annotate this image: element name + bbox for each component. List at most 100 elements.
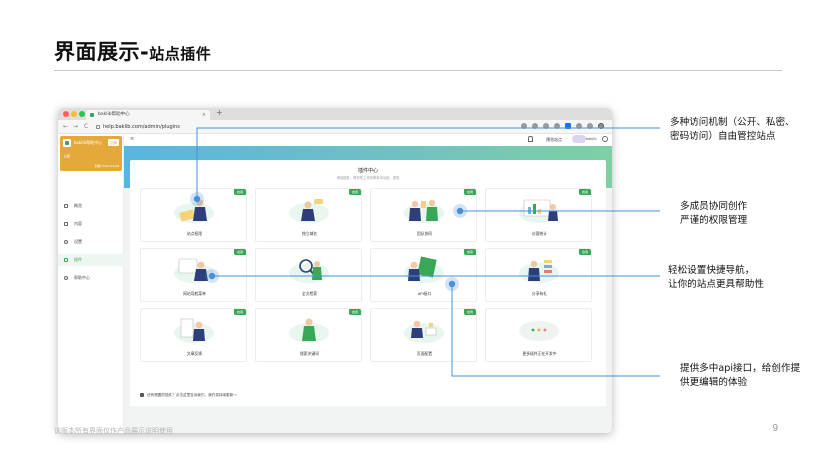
minimize-window-icon[interactable] — [71, 111, 77, 117]
plugin-name: 搜索关键词 — [300, 351, 319, 356]
main-content: 插件中心 添加插件，帮你的工作效率事半功倍，提效 启用 站点权限 启用 — [124, 146, 612, 433]
plugin-card-api[interactable]: 启用 API接口 — [370, 248, 477, 302]
status-badge: 启用 — [233, 189, 246, 195]
callout-team-collab: 多成员协同创作 严谨的权限管理 — [680, 200, 747, 228]
forward-icon[interactable]: → — [73, 123, 79, 130]
plugin-name: 网站导航菜单 — [183, 291, 206, 296]
plugin-name: 文章反馈 — [186, 351, 203, 356]
plugin-card-nav-menu[interactable]: 启用 网站导航菜单 — [140, 248, 247, 302]
slide-title-main: 界面展示- — [54, 40, 150, 64]
status-badge: 启用 — [463, 189, 476, 195]
app-sidebar: baklib帮助中心 切换 VIP 到期 2022-09-08 概览 内容 设置… — [58, 134, 124, 433]
browser-tab[interactable]: baklib帮助中心 × — [86, 110, 210, 120]
maximize-window-icon[interactable] — [79, 111, 85, 117]
back-icon[interactable]: ← — [63, 123, 69, 130]
sidebar-item-content[interactable]: 内容 — [58, 218, 124, 230]
plugin-name: 页面配置 — [416, 351, 433, 356]
person-desk-illustration — [404, 320, 444, 343]
sidebar-item-label: 插件 — [74, 257, 82, 262]
plugin-card-more-coming[interactable]: 更多插件正在开发中 — [485, 308, 592, 362]
status-badge: 启用 — [233, 249, 246, 255]
more-dots-illustration — [519, 321, 559, 341]
chart-board-illustration — [519, 199, 559, 223]
kb-expire-date: 到期 2022-09-08 — [94, 164, 119, 168]
extension-icon[interactable] — [543, 123, 549, 129]
user-avatar[interactable] — [572, 135, 586, 143]
plugin-request-note[interactable]: 还有想要的插件？点击这里告诉我们，我们将持续更新～ — [140, 393, 237, 398]
vip-badge: VIP — [64, 154, 71, 159]
url-text: help.baklib.com/admin/plugins — [103, 124, 180, 130]
sidebar-item-label: 设置 — [74, 239, 82, 244]
callout-navigation: 轻松设置快捷导航， 让你的站点更具帮助性 — [668, 264, 764, 292]
plugin-card-article-feedback[interactable]: 启用 文章反馈 — [140, 308, 247, 362]
plugin-card-page-config[interactable]: 启用 页面配置 — [370, 308, 477, 362]
tab-close-icon[interactable]: × — [201, 112, 206, 118]
profile-avatar[interactable] — [598, 123, 604, 129]
callout-line: 让你的站点更具帮助性 — [668, 279, 764, 290]
plugin-name: 团队协同 — [416, 231, 433, 236]
callout-line: 提供多中api接口，给创作提 — [680, 363, 801, 374]
sidebar-item-help-center[interactable]: 帮助中心 — [58, 272, 124, 284]
extension-icon[interactable] — [565, 123, 571, 129]
gear-icon — [64, 240, 68, 244]
title-divider — [54, 70, 782, 71]
knowledge-base-card[interactable]: baklib帮助中心 切换 VIP 到期 2022-09-08 — [60, 136, 122, 171]
person-flag-illustration — [289, 199, 329, 223]
help-circle-icon[interactable] — [602, 136, 608, 142]
person-shelf-illustration — [519, 260, 559, 283]
extension-icon[interactable] — [587, 123, 593, 129]
sidebar-item-label: 帮助中心 — [74, 275, 90, 280]
document-icon — [140, 393, 144, 397]
kb-switch-button[interactable]: 切换 — [108, 139, 119, 146]
extension-icon[interactable] — [521, 123, 527, 129]
callout-api: 提供多中api接口，给创作提 供更编辑的体验 — [680, 362, 800, 390]
plugin-card-search-keywords[interactable]: 启用 搜索关键词 — [255, 308, 362, 362]
plugin-name: 全文检索 — [301, 291, 318, 296]
panel-subtitle: 添加插件，帮你的工作效率事半功倍，提效 — [336, 176, 400, 180]
plugin-name: 更多插件正在开发中 — [522, 351, 557, 356]
plugin-name: 独立域名 — [301, 231, 318, 236]
extension-icon[interactable] — [554, 123, 560, 129]
sidebar-item-overview[interactable]: 概览 — [58, 200, 124, 212]
plugin-card-site-permission[interactable]: 启用 站点权限 — [140, 188, 247, 242]
sidebar-item-plugins[interactable]: 插件 — [58, 254, 124, 266]
view-site-link[interactable]: 预览站点 — [546, 137, 562, 142]
person-standing-illustration — [289, 318, 329, 343]
sidebar-item-label: 内容 — [74, 221, 82, 226]
sidebar-item-settings[interactable]: 设置 — [58, 236, 124, 248]
plugin-card-custom-domain[interactable]: 启用 独立域名 — [255, 188, 362, 242]
status-badge: 启用 — [463, 309, 476, 315]
status-badge: 启用 — [348, 189, 361, 195]
plugin-card-full-text-search[interactable]: 全文检索 — [255, 248, 362, 302]
plugin-name: API接口 — [417, 291, 432, 296]
grid-icon — [64, 222, 68, 226]
callout-access-control: 多种访问机制（公开、私密、 密码访问）自由管控站点 — [670, 116, 795, 144]
tab-bar: baklib帮助中心 × + — [58, 108, 612, 120]
plugin-card-share-reward[interactable]: 启用 分享有礼 — [485, 248, 592, 302]
reload-icon[interactable]: C — [84, 123, 89, 130]
extension-icon[interactable] — [576, 123, 582, 129]
plugin-card-visitor-stats[interactable]: 启用 访客统计 — [485, 188, 592, 242]
callout-line: 轻松设置快捷导航， — [668, 265, 755, 276]
status-badge: 启用 — [463, 249, 476, 255]
tab-title: baklib帮助中心 — [98, 112, 130, 117]
two-people-illustration — [404, 199, 444, 223]
status-badge: 启用 — [348, 309, 361, 315]
close-window-icon[interactable] — [63, 111, 69, 117]
callout-line: 严谨的权限管理 — [680, 215, 748, 226]
plugin-center-panel: 插件中心 添加插件，帮你的工作效率事半功倍，提效 启用 站点权限 启用 — [130, 160, 606, 406]
plugin-card-team-collab[interactable]: 启用 团队协同 — [370, 188, 477, 242]
user-name[interactable]: baklib — [586, 137, 597, 141]
plugin-request-text: 还有想要的插件？点击这里告诉我们，我们将持续更新～ — [147, 393, 237, 397]
new-tab-button[interactable]: + — [216, 108, 223, 117]
url-field[interactable]: help.baklib.com/admin/plugins — [96, 122, 516, 132]
menu-icon[interactable]: ≡ — [130, 136, 135, 142]
plugin-icon — [64, 258, 68, 262]
kb-name: baklib帮助中心 — [74, 140, 103, 145]
extension-icon[interactable] — [532, 123, 538, 129]
bell-icon[interactable] — [528, 136, 533, 142]
person-laptop-illustration — [174, 199, 214, 223]
footer-note: 该版本所有界面仅作产品展示说明使用 — [54, 427, 173, 435]
status-badge: 启用 — [578, 189, 591, 195]
browser-window: baklib帮助中心 × + ← → C help.baklib.com/adm… — [58, 108, 612, 433]
